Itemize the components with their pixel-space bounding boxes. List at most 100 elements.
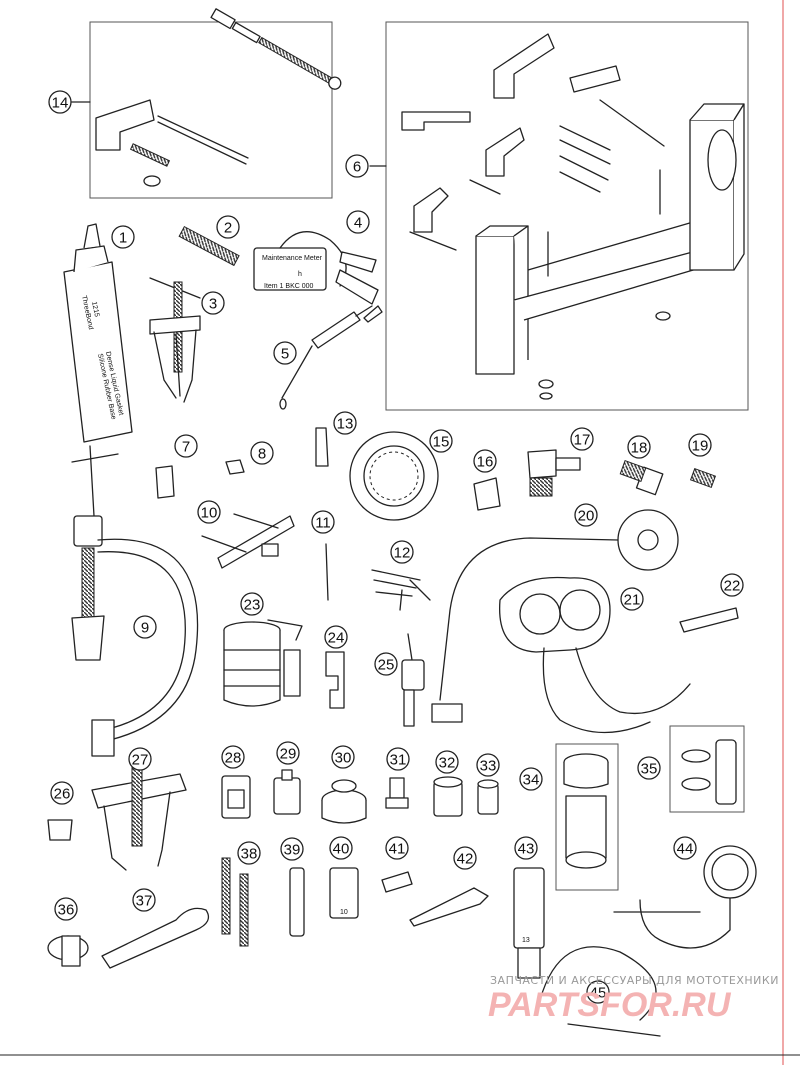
- callout-circle: [390, 540, 414, 564]
- callout-27: 27: [128, 747, 152, 771]
- callout-42: 42: [453, 846, 477, 870]
- callout-number: 32: [439, 755, 456, 772]
- callout-number: 44: [677, 841, 694, 858]
- callout-circle: [128, 747, 152, 771]
- callout-circle: [250, 441, 274, 465]
- tool-17-fitting: [527, 449, 581, 497]
- callout-number: 28: [225, 750, 242, 767]
- callout-39: 39: [280, 837, 304, 861]
- callout-21: 21: [620, 587, 644, 611]
- callout-circle: [429, 429, 453, 453]
- tool-27-puller: [91, 761, 187, 871]
- callout-circle: [111, 225, 135, 249]
- callout-circle: [386, 747, 410, 771]
- callout-28: 28: [221, 745, 245, 769]
- callout-number: 26: [54, 786, 71, 803]
- callout-number: 11: [315, 515, 331, 532]
- callout-number: 25: [378, 657, 395, 674]
- callout-number: 16: [477, 454, 494, 471]
- tool-14-mounting-kit: [71, 8, 342, 199]
- callout-number: 35: [641, 761, 658, 778]
- callout-number: 23: [244, 597, 261, 614]
- callout-16: 16: [473, 449, 497, 473]
- callout-circle: [688, 433, 712, 457]
- callout-circle: [346, 210, 370, 234]
- callout-number: 34: [523, 772, 540, 789]
- callout-number: 31: [390, 752, 407, 769]
- callout-17: 17: [570, 427, 594, 451]
- callout-8: 8: [250, 441, 274, 465]
- tool-38-studs: [221, 857, 249, 947]
- callout-13: 13: [333, 411, 357, 435]
- callout-number: 2: [224, 220, 232, 237]
- callout-number: 1: [119, 230, 127, 247]
- callout-20: 20: [574, 503, 598, 527]
- tool-9-valve-spring-compressor: [71, 445, 199, 757]
- callout-10: 10: [197, 500, 221, 524]
- callout-6: 6: [345, 154, 369, 178]
- callout-circle: [174, 434, 198, 458]
- callout-45: 45: [586, 980, 610, 1004]
- tool-32-sleeve: [433, 776, 463, 817]
- callout-number: 13: [337, 416, 354, 433]
- tool-5-syringe: [279, 305, 383, 410]
- callout-circle: [476, 753, 500, 777]
- tool-13-gauge-pin: [315, 427, 329, 467]
- callout-25: 25: [374, 652, 398, 676]
- callout-number: 38: [241, 846, 258, 863]
- tool-39-socket: [289, 867, 305, 937]
- callout-11: 11: [311, 510, 335, 534]
- tool-36-puller-head: [47, 935, 89, 967]
- callout-circle: [237, 841, 261, 865]
- callout-circle: [276, 741, 300, 765]
- tool-37-pin-spanner: [101, 907, 210, 969]
- callout-9: 9: [133, 615, 157, 639]
- tool-41-gear-lock: [381, 871, 413, 893]
- callout-circle: [201, 291, 225, 315]
- callout-35: 35: [637, 756, 661, 780]
- callout-2: 2: [216, 215, 240, 239]
- callout-23: 23: [240, 592, 264, 616]
- callout-4: 4: [346, 210, 370, 234]
- tool-11-rod: [325, 543, 329, 601]
- callout-31: 31: [386, 747, 410, 771]
- callout-33: 33: [476, 753, 500, 777]
- tool-18-screw: [619, 460, 664, 496]
- callout-circle: [221, 745, 245, 769]
- callout-circle: [374, 652, 398, 676]
- callout-19: 19: [688, 433, 712, 457]
- callout-number: 39: [284, 842, 301, 859]
- callout-number: 45: [590, 985, 607, 1002]
- callout-circle: [473, 449, 497, 473]
- callout-number: 27: [132, 752, 149, 769]
- callout-32: 32: [435, 750, 459, 774]
- callout-29: 29: [276, 741, 300, 765]
- tool-2-threaded-rod: [178, 225, 240, 267]
- callout-circle: [240, 592, 264, 616]
- callout-number: 41: [389, 841, 406, 858]
- callout-circle: [453, 846, 477, 870]
- callout-number: 9: [141, 620, 149, 637]
- callout-number: 3: [209, 296, 217, 313]
- callout-circle: [54, 897, 78, 921]
- callout-circle: [627, 435, 651, 459]
- callout-41: 41: [385, 836, 409, 860]
- tool-24-plate: [325, 651, 345, 709]
- callout-12: 12: [390, 540, 414, 564]
- meter-unit-label: h: [298, 271, 302, 278]
- tool-26-nut: [47, 819, 73, 841]
- callout-circle: [620, 587, 644, 611]
- callout-circle: [586, 980, 610, 1004]
- tool-33-sleeve: [477, 779, 499, 815]
- callout-circle: [345, 154, 369, 178]
- tool-28-adapter: [221, 775, 251, 819]
- tool-25-slide-hammer: [401, 633, 425, 727]
- callout-number: 20: [578, 508, 595, 525]
- callout-number: 10: [201, 505, 218, 522]
- callout-number: 14: [52, 95, 69, 112]
- meter-footer-label: Item 1 BKC 000: [264, 283, 314, 290]
- callout-number: 33: [480, 758, 497, 775]
- callout-circle: [435, 750, 459, 774]
- callout-number: 30: [335, 750, 352, 767]
